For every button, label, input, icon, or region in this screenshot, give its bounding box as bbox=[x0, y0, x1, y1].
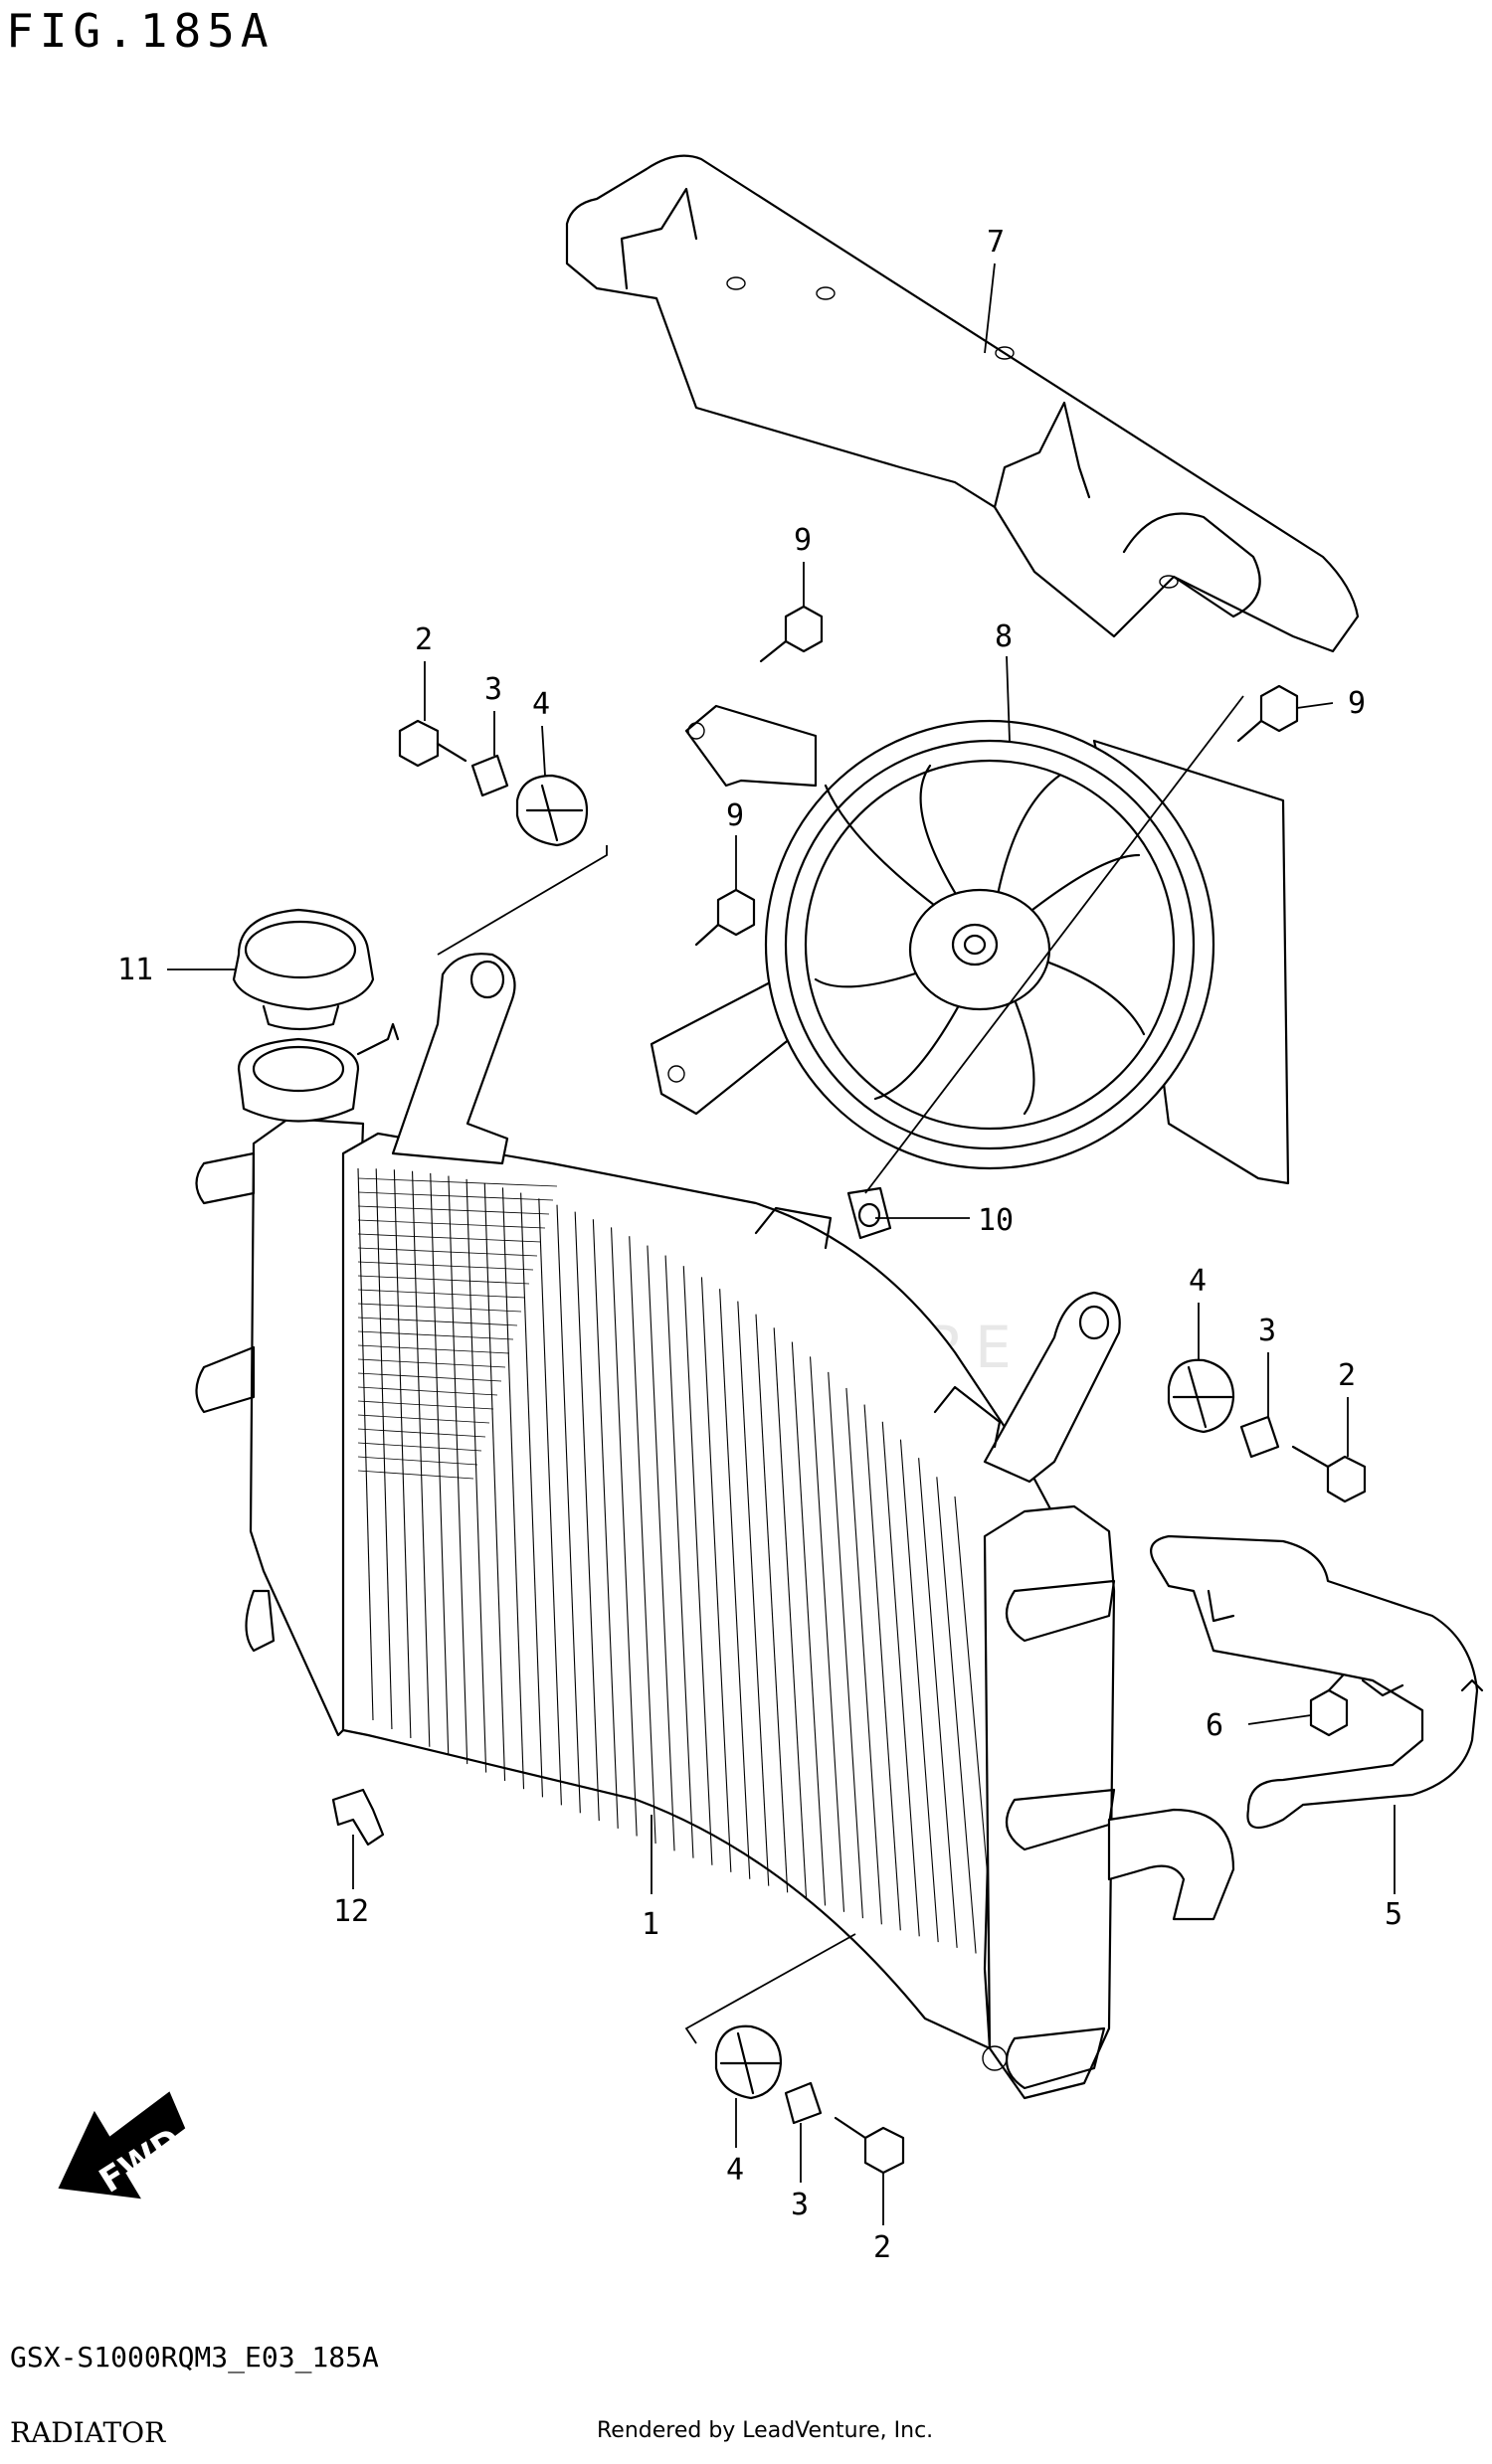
radiator-core-part-1 bbox=[195, 953, 1235, 2100]
callout-6: 6 bbox=[1206, 1708, 1223, 1743]
model-code: GSX-S1000RQM3_E03_185A bbox=[10, 2341, 379, 2374]
collar-part-3-bottom bbox=[784, 2081, 823, 2125]
callout-4-bottom: 4 bbox=[726, 2153, 744, 2188]
callout-2-bottom: 2 bbox=[873, 2230, 891, 2265]
grommet-part-4-bottom bbox=[714, 2024, 783, 2100]
water-hose-part-5 bbox=[1150, 1534, 1484, 1830]
callout-9-right: 9 bbox=[1348, 686, 1366, 721]
bolt-part-9-right bbox=[1236, 684, 1299, 743]
callout-11: 11 bbox=[117, 953, 153, 987]
callout-4-top: 4 bbox=[532, 687, 550, 722]
callout-5: 5 bbox=[1385, 1897, 1402, 1932]
shroud-cover-part-7 bbox=[565, 154, 1360, 653]
fan-assembly-part-8 bbox=[650, 704, 1290, 1185]
bolt-part-2-top bbox=[398, 719, 467, 768]
callout-2-top: 2 bbox=[415, 622, 433, 657]
bolt-part-6 bbox=[1309, 1673, 1349, 1737]
figure-title: FIG.185A bbox=[6, 4, 275, 58]
collar-part-3-right bbox=[1239, 1415, 1280, 1459]
clip-part-12 bbox=[331, 1788, 385, 1847]
callout-10: 10 bbox=[978, 1203, 1014, 1238]
radiator-fins bbox=[357, 1167, 996, 1960]
bolt-part-9-left bbox=[694, 888, 756, 947]
callout-3-bottom: 3 bbox=[791, 2188, 809, 2222]
callout-12: 12 bbox=[333, 1894, 369, 1929]
callout-9-top: 9 bbox=[794, 523, 812, 558]
fwd-arrow-icon: FWD bbox=[58, 2091, 189, 2201]
render-credit: Rendered by LeadVenture, Inc. bbox=[597, 2418, 934, 2443]
callout-9-left: 9 bbox=[726, 798, 744, 833]
callout-3-top: 3 bbox=[484, 672, 502, 707]
section-name: RADIATOR bbox=[10, 2416, 166, 2449]
callout-8: 8 bbox=[995, 619, 1013, 654]
bolt-part-2-right bbox=[1291, 1445, 1367, 1503]
callout-3-right: 3 bbox=[1258, 1314, 1276, 1348]
radiator-cap-part-11 bbox=[232, 908, 375, 1031]
leader-lines bbox=[167, 263, 1396, 2225]
collar-part-3-top bbox=[470, 754, 509, 797]
grommet-part-4-top bbox=[515, 774, 589, 847]
bolt-part-9-top bbox=[759, 605, 824, 663]
grommet-part-4-right bbox=[1167, 1358, 1235, 1434]
callout-1: 1 bbox=[642, 1907, 659, 1942]
nut-clip-part-10 bbox=[846, 1186, 892, 1240]
callout-4-right: 4 bbox=[1189, 1264, 1207, 1299]
callout-7: 7 bbox=[987, 225, 1005, 260]
callout-2-right: 2 bbox=[1338, 1358, 1356, 1393]
bolt-part-2-bottom bbox=[834, 2116, 905, 2175]
callout-labels: 7 8 9 9 9 10 11 2 3 4 4 3 2 6 5 1 12 4 3… bbox=[117, 225, 1402, 2265]
